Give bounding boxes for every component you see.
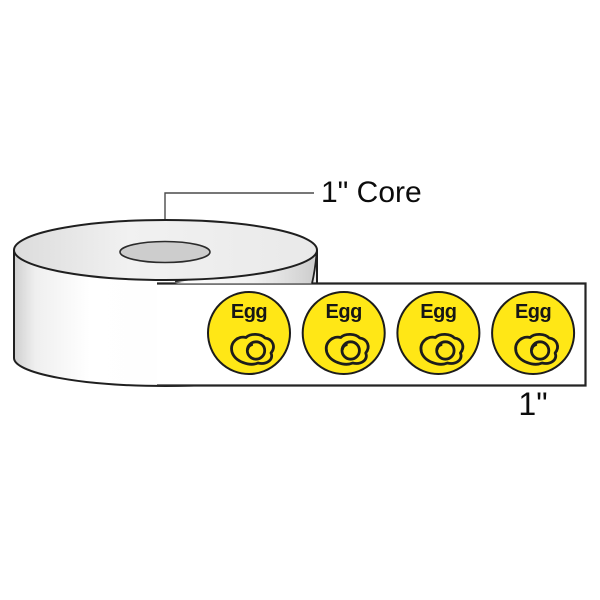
egg-sticker: Egg [491, 291, 576, 375]
egg-white-outline [324, 332, 370, 366]
fried-egg-icon [230, 332, 275, 366]
egg-yolk-outline [435, 340, 456, 361]
egg-yolk-outline [340, 340, 361, 361]
sticker-circle [301, 291, 386, 375]
egg-yolk-highlight [341, 343, 348, 351]
label-strip-border [157, 282, 587, 387]
sticker-circle [207, 291, 291, 375]
egg-yolk-highlight [436, 343, 443, 351]
sticker-text: Egg [515, 301, 551, 323]
egg-white-outline [419, 332, 465, 366]
sticker-text: Egg [231, 301, 267, 323]
sticker-text: Egg [326, 301, 362, 323]
egg-yolk-outline [245, 340, 267, 361]
egg-sticker: Egg [396, 291, 481, 375]
sticker-circle [396, 291, 481, 375]
egg-white-outline [514, 332, 559, 366]
roll-core-hole [119, 240, 211, 264]
fried-egg-icon [324, 332, 370, 366]
egg-yolk-highlight [531, 343, 538, 351]
roll-peel-wedge [175, 250, 317, 284]
sticker-circle [491, 291, 576, 375]
core-dimension-label: 1" Core [321, 176, 422, 209]
egg-sticker: Egg [207, 291, 291, 375]
core-leader-line [164, 192, 314, 219]
sticker-text: Egg [420, 301, 456, 323]
fried-egg-icon [419, 332, 465, 366]
egg-white-outline [230, 332, 275, 366]
egg-yolk-highlight [247, 343, 254, 351]
egg-sticker: Egg [301, 291, 386, 375]
fried-egg-icon [514, 332, 559, 366]
sticker-group: Egg Egg Egg Egg [207, 291, 576, 375]
label-width-dimension: 1" [518, 386, 547, 422]
egg-yolk-outline [529, 340, 551, 361]
